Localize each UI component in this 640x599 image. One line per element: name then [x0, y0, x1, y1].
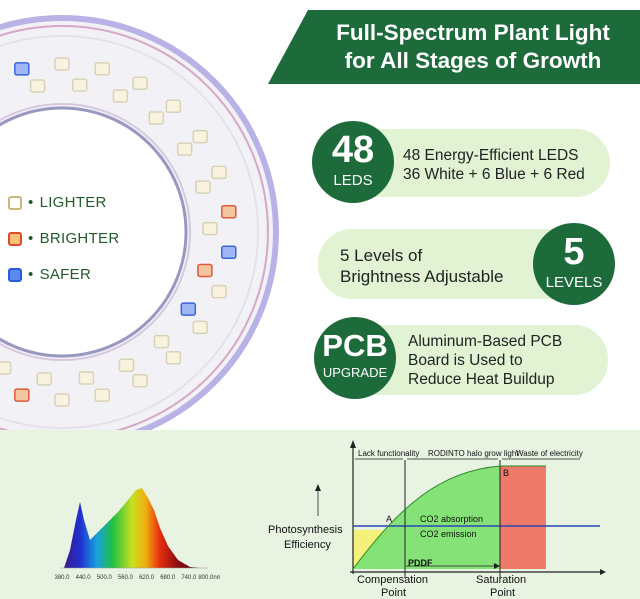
- led-chip-icon: [202, 221, 218, 236]
- led-chip-icon: [176, 142, 193, 156]
- leds-unit: LEDS: [333, 172, 373, 189]
- led-chip-icon: [94, 62, 110, 76]
- spectrum-tick-label: 440.0: [76, 575, 92, 581]
- photosynthesis-diagram: [315, 440, 606, 578]
- waste-label: Waste of electricity: [516, 449, 583, 458]
- halo-label: RODINTO halo grow light: [428, 449, 519, 458]
- led-chip-icon: [54, 57, 70, 71]
- led-chip-icon: [14, 62, 30, 76]
- lighter-chip-icon: [8, 195, 22, 210]
- spectrum-curve: [64, 488, 200, 568]
- pcb-line-1: Aluminum-Based PCB: [408, 333, 563, 350]
- saturation-label-2: Point: [490, 587, 516, 599]
- spectrum-tick-label: 500.0: [97, 575, 113, 581]
- led-chip-icon: [192, 129, 209, 144]
- led-chip-icon: [94, 388, 110, 402]
- spectrum-tick-label: 560.0: [118, 575, 134, 581]
- spectrum-tick-label: 680.0: [160, 575, 176, 581]
- legend-item-lighter: • LIGHTER: [8, 194, 107, 211]
- absorption-label: CO2 absorption: [420, 514, 484, 524]
- header-title-line-2: for All Stages of Growth: [344, 48, 602, 73]
- led-chip-icon: [14, 388, 30, 402]
- led-chip-icon: [153, 334, 170, 349]
- led-chip-icon: [132, 374, 148, 388]
- leds-count: 48: [331, 129, 375, 171]
- compensation-label-1: Compensation: [357, 574, 428, 586]
- led-ring-illustration: [0, 15, 279, 449]
- legend-item-safer: • SAFER: [8, 266, 91, 283]
- led-chip-icon: [0, 361, 12, 375]
- leds-badge: 48 LEDS: [312, 121, 394, 203]
- pcb-line-2: Board is Used to: [408, 352, 523, 369]
- pcb-badge: PCB UPGRADE: [314, 317, 396, 399]
- emission-label: CO2 emission: [420, 529, 477, 539]
- led-chip-icon: [211, 165, 227, 180]
- levels-unit: LEVELS: [545, 274, 603, 291]
- led-chip-icon: [197, 263, 213, 278]
- legend-label: LIGHTER: [39, 194, 107, 211]
- led-chip-icon: [195, 180, 211, 194]
- pddf-label: PDDF: [408, 558, 433, 568]
- point-a-label: A: [386, 514, 393, 524]
- waste-region: [500, 466, 546, 569]
- legend-item-brighter: • BRIGHTER: [8, 230, 119, 247]
- led-chip-icon: [211, 284, 227, 299]
- levels-badge: 5 LEVELS: [533, 223, 615, 305]
- brighter-chip-icon: [8, 231, 22, 246]
- led-chip-icon: [78, 371, 95, 385]
- leds-line-1: 48 Energy-Efficient LEDS: [403, 147, 579, 164]
- lack-label: Lack functionality: [358, 449, 420, 458]
- saturation-label-1: Saturation: [476, 574, 527, 586]
- header-title-line-1: Full-Spectrum Plant Light: [336, 20, 610, 45]
- levels-count: 5: [563, 231, 585, 273]
- spectrum-tick-label: 740.0: [181, 575, 197, 581]
- y-label-1: Photosynthesis: [268, 524, 343, 536]
- led-chip-icon: [180, 302, 197, 316]
- led-chip-icon: [29, 79, 46, 93]
- led-chip-icon: [132, 76, 148, 90]
- led-chip-icon: [165, 99, 182, 114]
- led-chip-icon: [71, 78, 88, 92]
- led-chip-icon: [165, 350, 182, 365]
- led-chip-icon: [112, 89, 129, 103]
- pcb-label: PCB: [322, 328, 388, 363]
- spectrum-tick-label: 800.0nm: [198, 575, 220, 581]
- pcb-line-3: Reduce Heat Buildup: [408, 371, 555, 388]
- led-chip-icon: [148, 111, 165, 125]
- led-chip-icon: [221, 245, 237, 260]
- spectrum-tick-label: 380.0: [54, 575, 70, 581]
- pcb-upgrade-label: UPGRADE: [322, 365, 388, 380]
- halo-region: [353, 466, 500, 569]
- led-chip-icon: [36, 372, 53, 386]
- led-chip-icon: [221, 204, 237, 219]
- led-chip-icon: [54, 393, 70, 407]
- led-chip-icon: [118, 358, 135, 372]
- levels-line-1: 5 Levels of: [340, 246, 423, 265]
- levels-line-2: Brightness Adjustable: [340, 267, 504, 286]
- header-banner: Full-Spectrum Plant Light for All Stages…: [268, 10, 640, 84]
- leds-line-2: 36 White + 6 Blue + 6 Red: [403, 166, 585, 183]
- legend-label: SAFER: [39, 266, 92, 283]
- y-label-2: Efficiency: [284, 539, 331, 551]
- point-b-label: B: [503, 468, 510, 478]
- spectrum-tick-label: 620.0: [139, 575, 155, 581]
- legend-label: BRIGHTER: [39, 230, 120, 247]
- led-chip-icon: [192, 320, 209, 335]
- compensation-label-2: Point: [381, 587, 407, 599]
- safer-chip-icon: [8, 267, 22, 282]
